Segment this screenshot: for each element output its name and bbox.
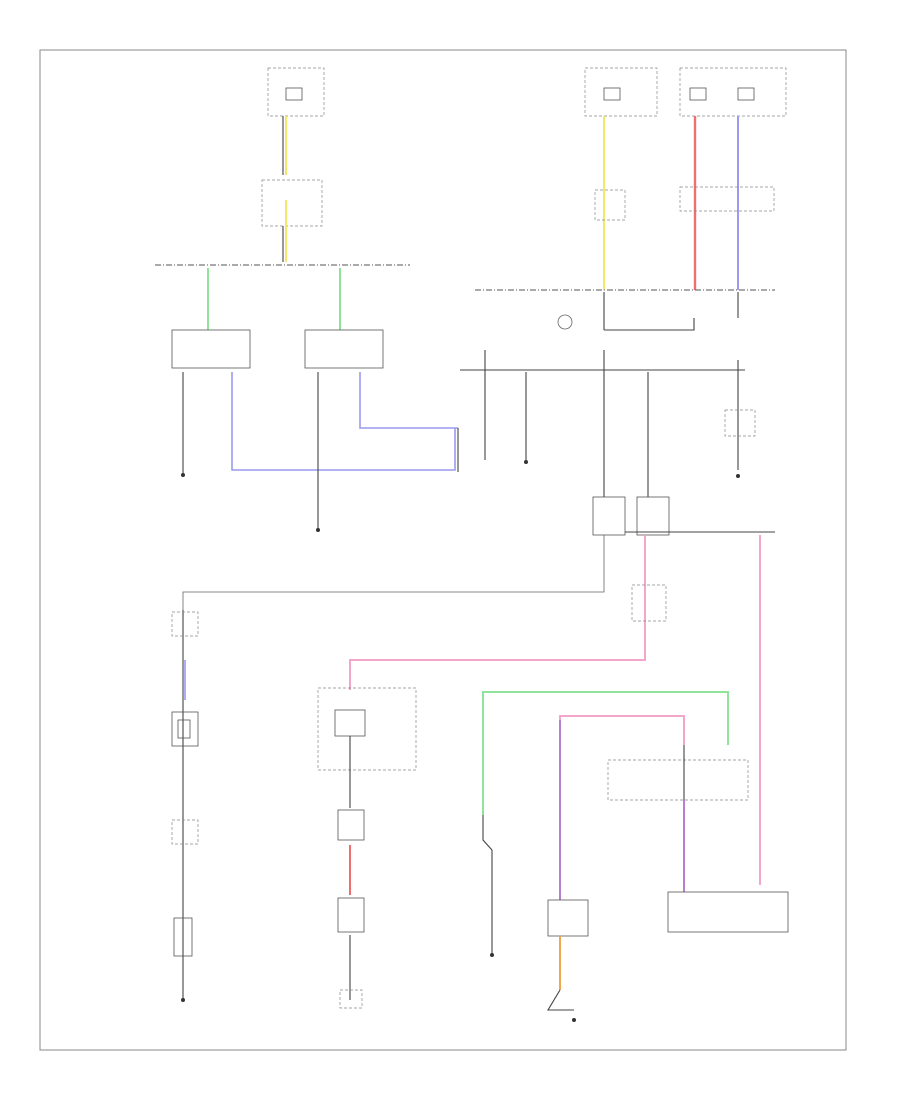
junction-connector [592, 496, 775, 536]
wire-blue [231, 372, 456, 471]
wire-green [482, 691, 729, 815]
center-switch [337, 897, 365, 933]
center-relay [337, 809, 365, 841]
wire-pink [559, 715, 685, 750]
diagram-border [39, 49, 847, 1051]
right-center-module [547, 899, 589, 937]
top-left-fuse-block [261, 67, 325, 262]
left-module-2 [304, 329, 384, 369]
left-switch [173, 917, 193, 957]
left-relay [171, 711, 199, 747]
wire-blue [359, 372, 458, 429]
top-right-fuse-block-2 [679, 67, 787, 117]
wire-pink [349, 535, 646, 690]
center-control-unit [317, 687, 417, 771]
connector-bottom-right [667, 891, 789, 933]
left-module-1 [171, 329, 251, 369]
combination-switch [607, 745, 749, 801]
top-right-fuse-block-1 [584, 67, 658, 117]
